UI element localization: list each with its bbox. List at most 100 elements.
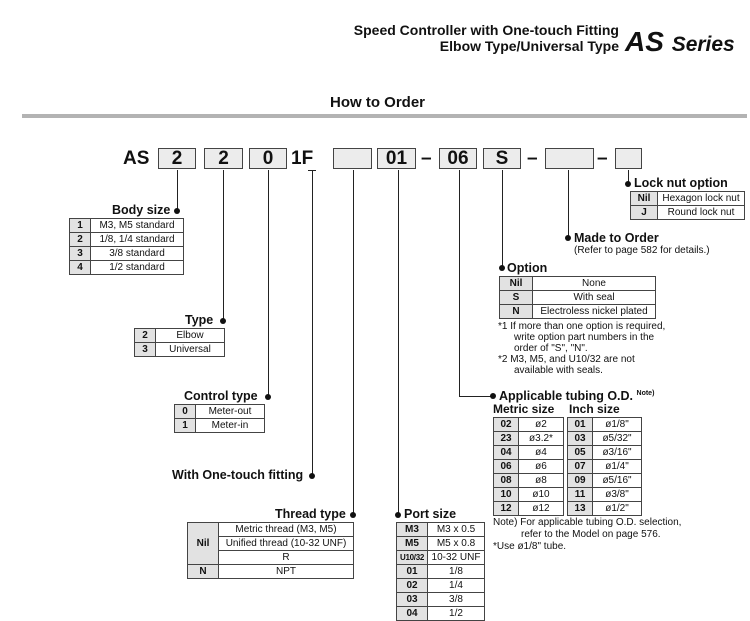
tubing-metric-key: 02	[493, 417, 519, 432]
option-key: N	[499, 304, 533, 319]
body-size-value: 1/8, 1/4 standard	[90, 232, 184, 247]
tubing-inch-key: 01	[567, 417, 593, 432]
tubing-metric-key: 06	[493, 459, 519, 474]
option-note-1: *1 If more than one option is required,	[498, 321, 666, 332]
connector-dot-body-size	[174, 208, 180, 214]
series-sub: Series	[671, 33, 735, 56]
connector-thread-type	[353, 170, 354, 515]
thread-type-value: Unified thread (10-32 UNF)	[218, 536, 354, 551]
lock-nut-key: J	[630, 205, 658, 220]
connector-body-size	[177, 170, 178, 211]
body-size-key: 2	[69, 232, 91, 247]
thread-type-value: R	[218, 550, 354, 565]
tubing-inch-key: 09	[567, 473, 593, 488]
code-dash-2: –	[527, 148, 538, 169]
made-to-order-label: Made to Order	[574, 231, 659, 245]
lock-nut-value: Hexagon lock nut	[657, 191, 745, 206]
port-size-key: 01	[396, 564, 428, 579]
option-label: Option	[507, 261, 548, 275]
tubing-metric-key: 23	[493, 431, 519, 446]
tubing-metric-key: 12	[493, 501, 519, 516]
tubing-inch-key: 05	[567, 445, 593, 460]
code-port-size-box: 01	[377, 148, 416, 169]
port-size-key: 04	[396, 606, 428, 621]
code-option-box: S	[483, 148, 521, 169]
code-dash-3: –	[597, 148, 608, 169]
section-title: How to Order	[330, 94, 426, 111]
body-size-value: 3/8 standard	[90, 246, 184, 261]
option-key: S	[499, 290, 533, 305]
body-size-label: Body size	[112, 203, 171, 217]
tubing-label-text: Applicable tubing O.D.	[499, 389, 634, 403]
series-name: AS Series	[625, 26, 735, 58]
type-key: 2	[134, 328, 156, 343]
tubing-note-3: *Use ø1/8" tube.	[493, 541, 567, 552]
port-size-value: M3 x 0.5	[427, 522, 485, 537]
code-control-type-box: 0	[249, 148, 287, 169]
tubing-metric-key: 10	[493, 487, 519, 502]
control-type-key: 0	[174, 404, 196, 419]
tubing-inch-label: Inch size	[569, 402, 620, 416]
option-value: None	[532, 276, 656, 291]
port-size-key: 02	[396, 578, 428, 593]
option-note-3: order of "S", "N".	[514, 343, 588, 354]
tubing-label-note: Note)	[636, 389, 655, 397]
tubing-inch-value: ø5/32"	[592, 431, 642, 446]
tubing-inch-value: ø3/8"	[592, 487, 642, 502]
connector-dot-thread-type	[350, 512, 356, 518]
lock-nut-label: Lock nut option	[634, 176, 728, 190]
header-title-line2: Elbow Type/Universal Type	[439, 38, 619, 54]
port-size-value: M5 x 0.8	[427, 536, 485, 551]
port-size-value: 1/8	[427, 564, 485, 579]
port-size-key: M3	[396, 522, 428, 537]
connector-port-size	[398, 170, 399, 515]
connector-dot-option	[499, 265, 505, 271]
lock-nut-key: Nil	[630, 191, 658, 206]
tubing-inch-value: ø1/8"	[592, 417, 642, 432]
thread-type-label: Thread type	[275, 507, 346, 521]
body-size-value: 1/2 standard	[90, 260, 184, 275]
code-one-touch: 1F	[291, 148, 314, 169]
option-note-2: write option part numbers in the	[514, 332, 655, 343]
connector-control-type	[268, 170, 269, 397]
connector-lock-nut	[628, 170, 629, 184]
option-value: Electroless nickel plated	[532, 304, 656, 319]
option-note-5: available with seals.	[514, 365, 603, 376]
control-type-value: Meter-out	[195, 404, 265, 419]
port-size-value: 10-32 UNF	[427, 550, 485, 565]
code-type-box: 2	[204, 148, 243, 169]
connector-option	[502, 170, 503, 268]
tubing-metric-value: ø10	[518, 487, 564, 502]
tubing-inch-value: ø1/2"	[592, 501, 642, 516]
header-title-line1: Speed Controller with One-touch Fitting	[353, 22, 619, 38]
made-to-order-note: (Refer to page 582 for details.)	[574, 245, 710, 256]
port-size-label: Port size	[404, 507, 457, 521]
tubing-inch-key: 03	[567, 431, 593, 446]
tubing-inch-value: ø3/16"	[592, 445, 642, 460]
option-note-4: *2 M3, M5, and U10/32 are not	[498, 354, 635, 365]
code-dash-1: –	[421, 148, 432, 169]
